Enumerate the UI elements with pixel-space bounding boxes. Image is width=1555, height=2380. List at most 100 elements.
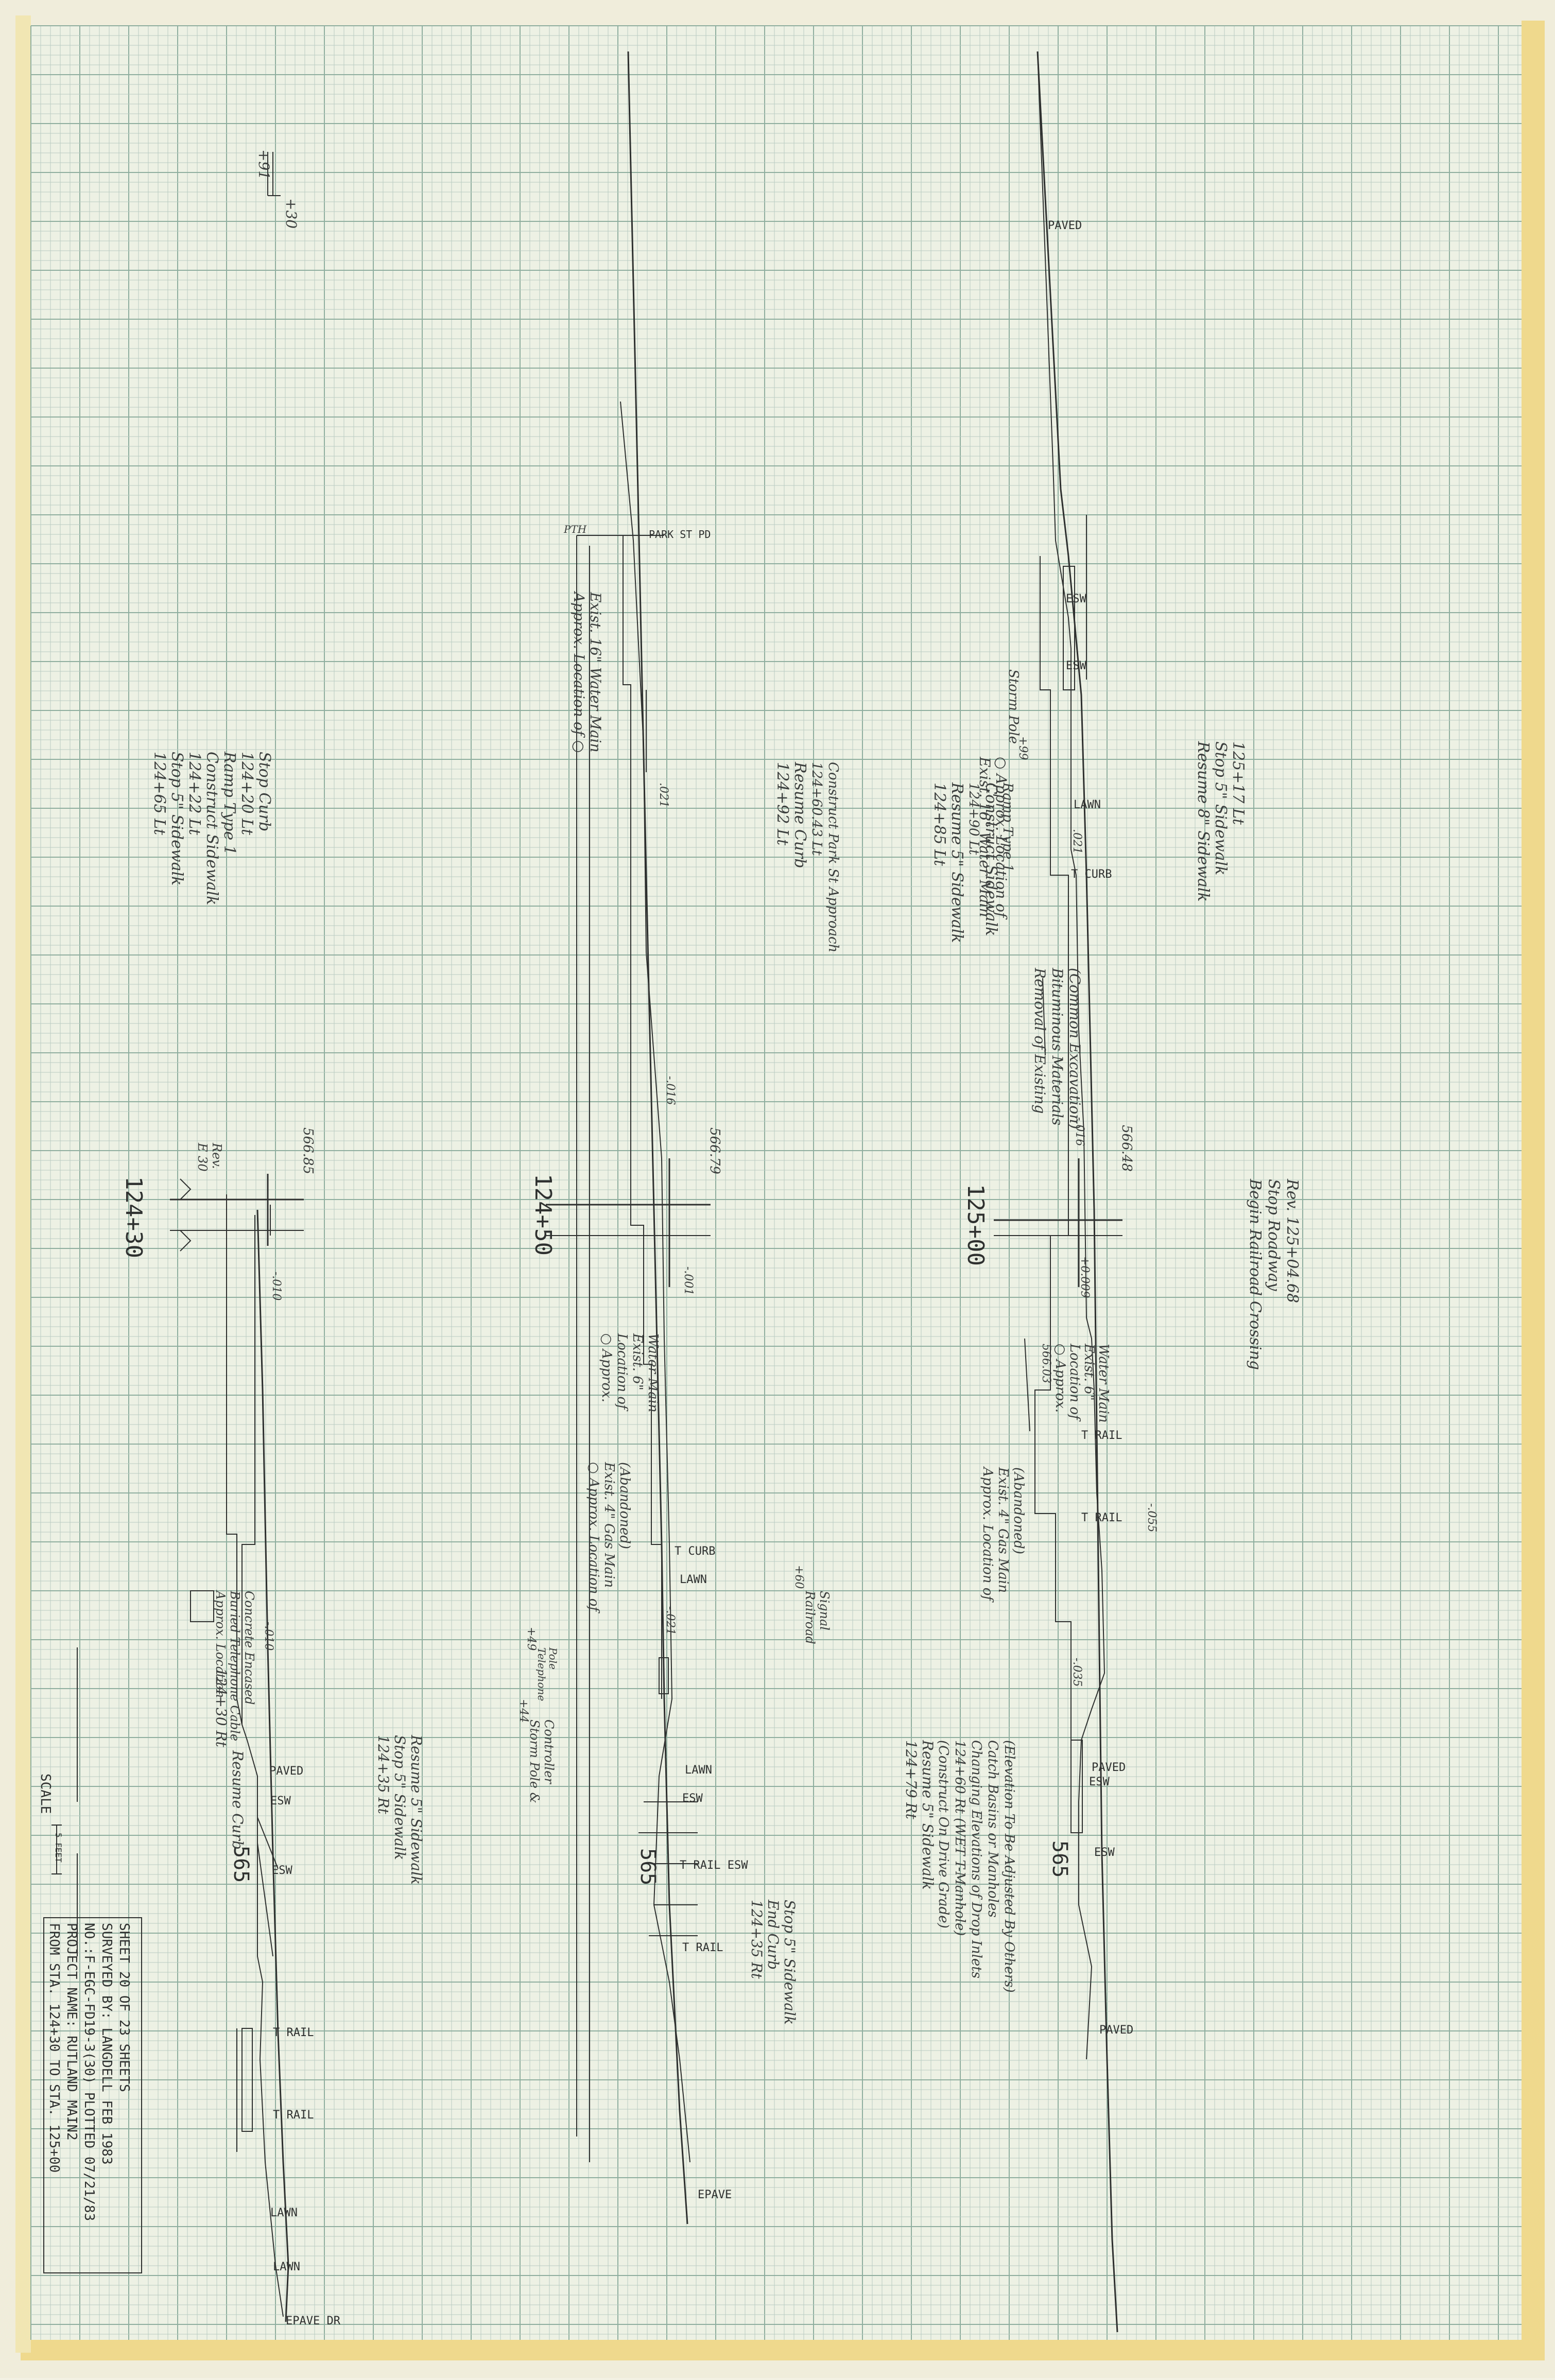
svg-text:Resume Curb: Resume Curb: [229, 1750, 246, 1850]
svg-text:124+90 Lt: 124+90 Lt: [966, 783, 981, 855]
svg-text:124+79 Rt: 124+79 Rt: [903, 1740, 920, 1820]
note-water-main-6-strip2: ○ Approx. Location of Exist. 6" Water Ma…: [599, 1333, 661, 1413]
elevation-565-strip3: 565: [229, 1846, 253, 1883]
svg-text:Resume 5" Sidewalk: Resume 5" Sidewalk: [408, 1734, 425, 1885]
label-paved-mid: PAVED: [1092, 1761, 1126, 1774]
label-esw-3a: ESW: [270, 1795, 291, 1808]
svg-text:Rev. 125+04.68: Rev. 125+04.68: [1283, 1178, 1301, 1303]
svg-text:Railroad: Railroad: [803, 1590, 817, 1644]
title-line-5: SHEET 20 OF 23 SHEETS: [116, 1923, 132, 2092]
label-esw-2: ESW: [1066, 659, 1086, 672]
note-gas-main-strip1: Approx. Location of Exist. 4" Gas Main (…: [980, 1466, 1026, 1603]
label-t-rail-2b: T RAIL: [682, 1941, 723, 1954]
note-water-main-16-strip2: Approx. Location of ○ Exist. 16" Water M…: [571, 590, 604, 753]
svg-text:Exist. 4" Gas Main: Exist. 4" Gas Main: [995, 1467, 1011, 1593]
note-gas-main-strip2: ○ Approx. Location of Exist. 4" Gas Main…: [586, 1462, 632, 1613]
svg-text:+44: +44: [517, 1699, 530, 1723]
note-124-79: 124+79 Rt Resume 5" Sidewalk (Construct …: [903, 1740, 1017, 1993]
corner-mark-1: +91: [255, 149, 272, 180]
scale-bar: SCALE 5 FEET: [38, 1774, 63, 1874]
svg-text:Stop 5" Sidewalk: Stop 5" Sidewalk: [391, 1735, 408, 1860]
svg-text:Catch Basins or Manholes: Catch Basins or Manholes: [985, 1740, 1000, 1918]
svg-text:Resume Curb: Resume Curb: [791, 761, 809, 868]
station-124-30: 124+30: [120, 1176, 147, 1258]
svg-text:Water Main: Water Main: [645, 1333, 661, 1413]
label-t-curb-2: T CURB: [675, 1545, 715, 1558]
note-125-17: 125+17 Lt Stop 5" Sidewalk Resume 8" Sid…: [1194, 741, 1247, 902]
svg-text:Bituminous Materials: Bituminous Materials: [1049, 967, 1066, 1125]
label-t-rail-esw: T RAIL ESW: [680, 1859, 748, 1872]
svg-text:Rev.: Rev.: [210, 1142, 224, 1169]
svg-text:Changing Elevations of Drop In: Changing Elevations of Drop Inlets: [969, 1740, 984, 1978]
svg-text:(Common Excavation): (Common Excavation): [1066, 968, 1083, 1129]
elevation-566-79: 566.79: [707, 1127, 722, 1174]
grade-3-2: -.010: [262, 1622, 275, 1651]
svg-text:124+85 Lt: 124+85 Lt: [930, 783, 948, 866]
title-line-2: PROJECT NAME: RUTLAND MAIN2: [64, 1923, 79, 2141]
svg-text:End Curb: End Curb: [765, 1899, 782, 1970]
grade-3-1: -.010: [270, 1272, 283, 1300]
svg-text:Buried Telephone Cable: Buried Telephone Cable: [228, 1590, 242, 1741]
elevation-565-strip1: 565: [1048, 1840, 1072, 1878]
strip-2-labels: PTH PARK ST PD T CURB LAWN LAWN ESW T RA…: [517, 523, 1017, 2201]
note-124-92: 124+92 Lt Resume Curb 124+60.43 Lt Const…: [773, 761, 841, 952]
svg-text:Stop 5" Sidewalk: Stop 5" Sidewalk: [1212, 741, 1230, 875]
note-124-35-lt: 124+35 Rt Stop 5" Sidewalk Resume 5" Sid…: [375, 1734, 425, 1885]
note-water-main-6-strip1: 566.03 ○ Approx. Location of Exist. 6" W…: [1040, 1343, 1111, 1423]
svg-text:Stop Curb: Stop Curb: [255, 752, 273, 831]
label-lawn-3b: LAWN: [273, 2261, 300, 2273]
label-lawn-2b: LAWN: [685, 1764, 712, 1777]
label-paved-bottom: PAVED: [1099, 2024, 1133, 2037]
label-lawn-3a: LAWN: [270, 2207, 298, 2219]
svg-text:124+35 Rt: 124+35 Rt: [375, 1735, 392, 1815]
strip-1-labels: PAVED ESW ESW LAWN T CURB T RAIL T RAIL …: [962, 219, 1301, 2037]
station-124-50: 124+50: [530, 1174, 556, 1256]
note-water-main-16: ○ Approx. Location of Exist. 16" Water M…: [976, 756, 1010, 920]
note-storm-pole-controller: +44 Storm Pole & Controller: [517, 1699, 556, 1803]
svg-text:Concrete Encased: Concrete Encased: [242, 1591, 256, 1705]
svg-text:Resume 5" Sidewalk: Resume 5" Sidewalk: [919, 1740, 936, 1890]
label-paved-top: PAVED: [1048, 219, 1082, 232]
svg-text:+99: +99: [1016, 736, 1029, 760]
svg-text:E 30: E 30: [195, 1142, 210, 1172]
svg-text:124+92 Lt: 124+92 Lt: [773, 762, 791, 846]
svg-text:(Elevation To Be Adjusted By O: (Elevation To Be Adjusted By Others): [1001, 1740, 1017, 1993]
label-esw-3: ESW: [1089, 1776, 1110, 1788]
svg-text:124+22 Lt: 124+22 Lt: [185, 752, 203, 836]
svg-text:Approx. Location of ○: Approx. Location of ○: [571, 590, 588, 753]
svg-text:Exist. 6": Exist. 6": [1081, 1343, 1097, 1401]
svg-text:Stop Roadway: Stop Roadway: [1265, 1179, 1283, 1292]
svg-text:(Abandoned): (Abandoned): [1011, 1467, 1026, 1554]
title-line-1: FROM STA. 124+30 TO STA. 125+00: [46, 1923, 62, 2173]
grade-4: -.055: [1145, 1503, 1158, 1532]
svg-text:124+65 Lt: 124+65 Lt: [150, 752, 168, 836]
label-pth: PTH: [563, 523, 587, 535]
svg-text:Exist. 6": Exist. 6": [630, 1333, 645, 1391]
note-storm-pole: Storm Pole +99: [1006, 669, 1029, 760]
svg-text:Construct Sidewalk: Construct Sidewalk: [982, 783, 1000, 936]
strip-3-labels: PAVED ESW ESW T RAIL T RAIL LAWN LAWN EP…: [120, 751, 425, 2327]
svg-text:124+60.43 Lt: 124+60.43 Lt: [809, 762, 824, 856]
grade-3: +0.009: [1078, 1256, 1091, 1298]
svg-text:Pole: Pole: [547, 1647, 559, 1670]
label-esw-1: ESW: [1066, 593, 1086, 605]
svg-text:124+30 Rt: 124+30 Rt: [213, 1668, 230, 1748]
label-t-rail-2: T RAIL: [1081, 1512, 1122, 1524]
svg-text:○ Approx.: ○ Approx.: [1052, 1344, 1068, 1413]
label-t-rail-3b: T RAIL: [273, 2109, 314, 2122]
svg-text:Storm Pole &: Storm Pole &: [527, 1719, 542, 1803]
svg-text:124+20 Lt: 124+20 Lt: [238, 752, 256, 836]
label-esw-3b: ESW: [272, 1864, 292, 1877]
station-125-00: 125+00: [962, 1184, 989, 1266]
svg-text:Resume 8" Sidewalk: Resume 8" Sidewalk: [1194, 741, 1212, 902]
note-telephone-cable: Approx. Location Buried Telephone Cable …: [213, 1590, 256, 1741]
note-124-85: 124+85 Lt Resume 5" Sidewalk 124+90 Lt C…: [930, 782, 1015, 943]
note-124-35-rt: 124+35 Rt End Curb Stop 5" Sidewalk: [748, 1899, 798, 2025]
svg-text:125+17 Lt: 125+17 Lt: [1229, 741, 1247, 825]
svg-text:Location of: Location of: [1067, 1343, 1082, 1422]
profile-strip-125-00: [994, 51, 1122, 2333]
grade-2-1: .021: [657, 783, 670, 808]
svg-text:(Construct On Drive Grade): (Construct On Drive Grade): [936, 1740, 951, 1929]
label-epave-2: EPAVE: [698, 2188, 732, 2201]
